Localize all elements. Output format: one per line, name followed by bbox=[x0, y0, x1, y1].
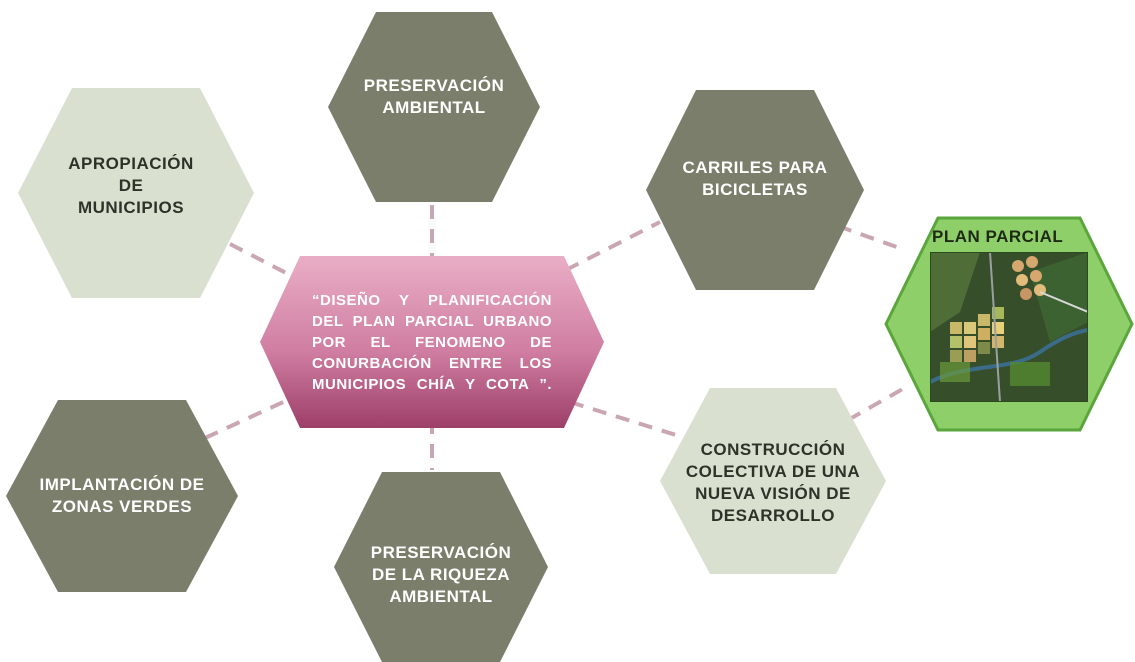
hexagon-shape bbox=[646, 90, 864, 290]
node-preservacion-riqueza: PRESERVACIÓN DE LA RIQUEZA AMBIENTAL bbox=[334, 472, 548, 662]
hexagon-shape bbox=[18, 88, 254, 298]
hexagon-shape bbox=[334, 472, 548, 662]
connector-bottomleft bbox=[204, 396, 293, 440]
node-label: APROPIACIÓN DE MUNICIPIOS bbox=[68, 154, 194, 217]
hexagon-shape bbox=[260, 256, 604, 428]
connector-topright bbox=[565, 220, 661, 272]
node-label: IMPLANTACIÓN DE ZONAS VERDES bbox=[39, 475, 205, 516]
node-carriles-bicicletas: CARRILES PARA BICICLETAS bbox=[646, 90, 864, 290]
connector-construction-plan bbox=[847, 384, 909, 422]
central-topic: “DISEÑO Y PLANIFICACIÓN DEL PLAN PARCIAL… bbox=[260, 256, 604, 428]
central-topic-text: “DISEÑO Y PLANIFICACIÓN DEL PLAN PARCIAL… bbox=[312, 291, 552, 393]
node-construccion-colectiva: CONSTRUCCIÓN COLECTIVA DE UNA NUEVA VISI… bbox=[660, 388, 886, 574]
plan-parcial-title: PLAN PARCIAL bbox=[932, 227, 1064, 246]
hexagon-shape bbox=[328, 12, 540, 202]
node-label: CARRILES PARA BICICLETAS bbox=[682, 158, 828, 199]
node-implantacion-zonas-verdes: IMPLANTACIÓN DE ZONAS VERDES bbox=[6, 400, 238, 592]
node-label: PRESERVACIÓN AMBIENTAL bbox=[363, 76, 505, 117]
plan-parcial-node: PLAN PARCIAL bbox=[884, 216, 1134, 432]
connector-topleft bbox=[229, 242, 293, 278]
node-label: PRESERVACIÓN DE LA RIQUEZA AMBIENTAL bbox=[370, 543, 512, 606]
hexagon-shape bbox=[660, 388, 886, 574]
node-preservacion-ambiental: PRESERVACIÓN AMBIENTAL bbox=[328, 12, 540, 202]
connector-bottomright bbox=[569, 400, 677, 437]
node-label: CONSTRUCCIÓN COLECTIVA DE UNA NUEVA VISI… bbox=[685, 440, 861, 525]
connector-bikes-plan bbox=[837, 224, 906, 252]
aerial-map-icon bbox=[930, 252, 1088, 402]
node-apropiacion-municipios: APROPIACIÓN DE MUNICIPIOS bbox=[18, 88, 254, 298]
hexagon-shape bbox=[6, 400, 238, 592]
